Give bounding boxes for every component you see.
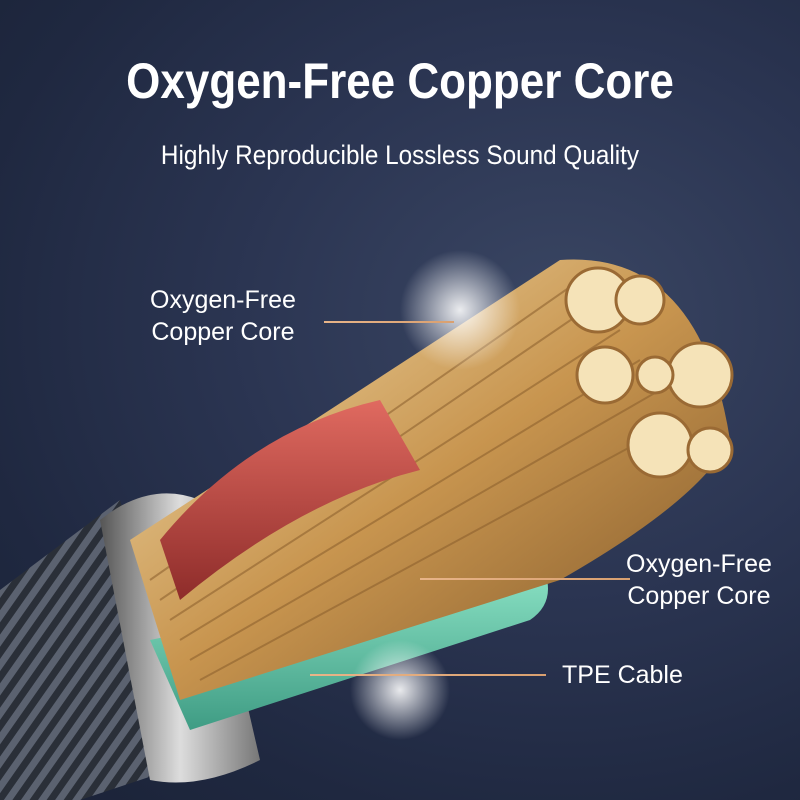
callout-copper-core-bottom: Oxygen-Free Copper Core [626,548,772,612]
callout-copper-core-top: Oxygen-Free Copper Core [150,284,296,348]
leader-line [420,578,630,580]
headline: Oxygen-Free Copper Core [126,53,674,109]
subheadline: Highly Reproducible Lossless Sound Quali… [160,140,640,170]
callout-line2: Copper Core [627,582,771,610]
leader-line [310,674,546,676]
callout-line1: Oxygen-Free [626,550,772,578]
callout-line1: Oxygen-Free [150,286,296,314]
callout-line2: Copper Core [151,318,295,346]
callout-line1: TPE Cable [562,661,683,689]
leader-line [324,321,454,323]
callout-tpe-cable: TPE Cable [562,659,683,691]
